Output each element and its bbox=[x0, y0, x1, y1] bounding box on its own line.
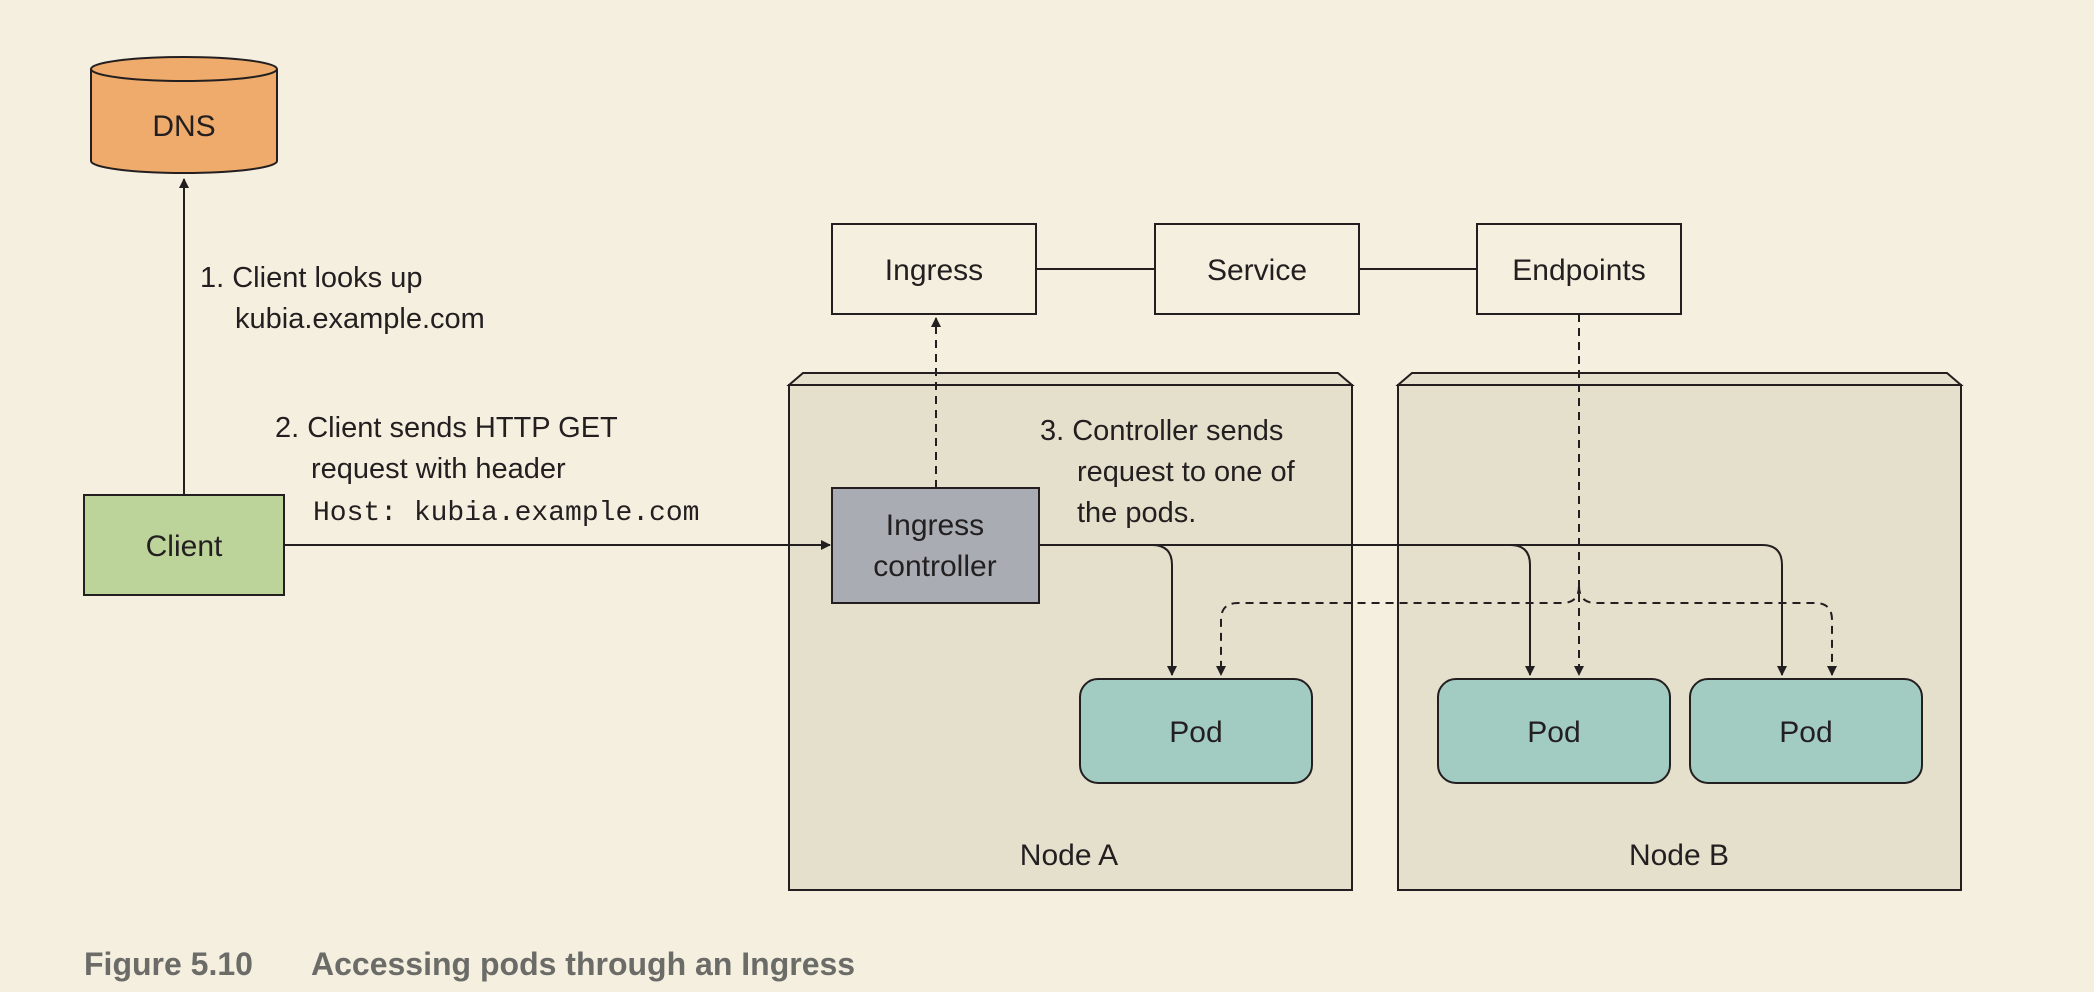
dns-label: DNS bbox=[152, 110, 215, 143]
node-a-label: Node A bbox=[1020, 839, 1118, 872]
pod-node-a: Pod bbox=[1079, 678, 1313, 784]
step2-line2: request with header bbox=[311, 453, 566, 485]
ingress-resource-label: Ingress bbox=[885, 254, 983, 287]
service-resource-label: Service bbox=[1207, 254, 1307, 287]
step3-line1: 3. Controller sends bbox=[1040, 415, 1283, 447]
ingress-controller-box bbox=[831, 487, 1040, 604]
endpoints-resource-label: Endpoints bbox=[1512, 254, 1645, 287]
figure-number: Figure 5.10 bbox=[84, 946, 253, 982]
ingress-controller-label-line2: controller bbox=[873, 550, 996, 583]
client-box bbox=[83, 494, 285, 596]
node-a-box bbox=[788, 384, 1353, 891]
step3-line3: the pods. bbox=[1077, 497, 1196, 529]
node-b-top bbox=[1395, 372, 1964, 386]
controller-to-pods-arrows bbox=[1039, 544, 1787, 676]
step3-line2: request to one of bbox=[1077, 456, 1296, 488]
step2-line1: 2. Client sends HTTP GET bbox=[275, 412, 618, 444]
client-label: Client bbox=[146, 530, 223, 563]
pod-label: Pod bbox=[1527, 716, 1580, 749]
node-b-label: Node B bbox=[1629, 839, 1729, 872]
step2-host-header: Host: kubia.example.com bbox=[313, 498, 699, 529]
node-b: Node B bbox=[1395, 372, 1964, 891]
service-resource-box bbox=[1154, 223, 1360, 315]
ingress-resource-box bbox=[831, 223, 1037, 315]
node-b-box bbox=[1397, 384, 1962, 891]
pod-node-b-2: Pod bbox=[1689, 678, 1923, 784]
pod-label: Pod bbox=[1169, 716, 1222, 749]
ingress-controller-label-line1: Ingress bbox=[886, 509, 984, 542]
step1-line1: 1. Client looks up bbox=[200, 262, 422, 294]
step1-line2: kubia.example.com bbox=[235, 303, 485, 335]
node-a: Node A bbox=[786, 372, 1355, 891]
pod-node-b-1: Pod bbox=[1437, 678, 1671, 784]
figure-title: Accessing pods through an Ingress bbox=[311, 946, 855, 982]
endpoints-to-pods-arrows bbox=[1216, 314, 1837, 676]
endpoints-resource-box bbox=[1476, 223, 1682, 315]
pod-label: Pod bbox=[1779, 716, 1832, 749]
dns-database-icon: DNS bbox=[90, 56, 278, 174]
node-a-top bbox=[786, 372, 1355, 386]
